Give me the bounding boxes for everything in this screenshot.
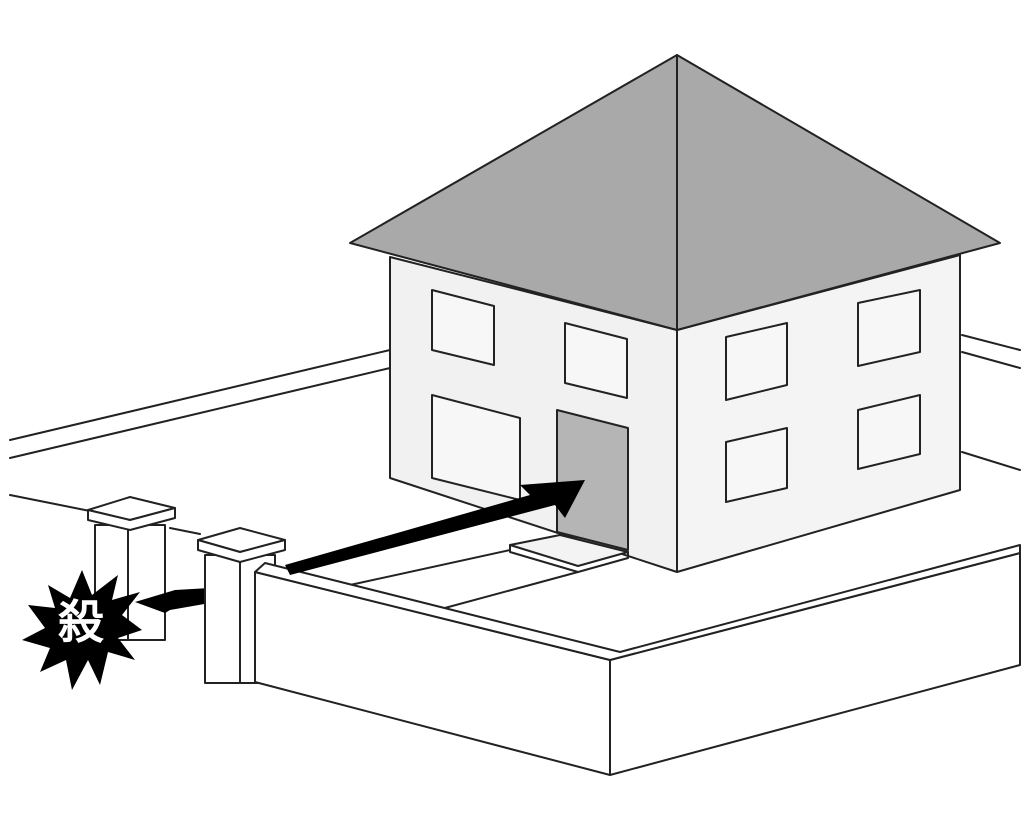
window bbox=[857, 289, 921, 367]
windows-right bbox=[725, 289, 921, 503]
front-yard-wall bbox=[254, 544, 1021, 776]
door bbox=[556, 409, 629, 551]
burst-shape bbox=[22, 570, 142, 690]
window bbox=[431, 289, 495, 366]
burst-kill-text: 殺 bbox=[58, 595, 104, 649]
window bbox=[725, 322, 788, 401]
window bbox=[857, 394, 921, 470]
back-yard-wall bbox=[9, 334, 1021, 535]
intrusion-arrow bbox=[285, 480, 585, 575]
window bbox=[725, 427, 788, 503]
arrow-tail bbox=[135, 588, 210, 613]
window bbox=[564, 322, 628, 399]
